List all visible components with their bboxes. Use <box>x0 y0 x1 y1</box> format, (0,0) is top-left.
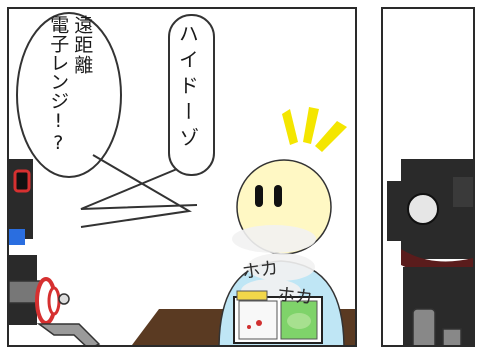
speech-text-left-line2: 電子レンジ!? <box>47 15 70 154</box>
speech-text-left-line1: 遠距離 <box>71 15 94 75</box>
speech-bubble-right <box>168 14 215 176</box>
boy-right-eye <box>274 185 282 207</box>
speech-bubble-right-tail <box>80 168 198 210</box>
panel-right-artwork <box>387 159 473 345</box>
panel-left-artwork <box>9 12 355 345</box>
sound-effect-hoka-1: ホカ <box>240 257 280 284</box>
robot-closeup <box>387 159 473 345</box>
comic-panel-left: 遠距離 電子レンジ!? ハイドーゾ ホカ ホカ <box>7 7 357 347</box>
speech-text-right: ハイドーゾ <box>175 23 200 153</box>
robot-blue-light <box>9 229 25 245</box>
shine-lines-icon <box>282 107 347 152</box>
robot-eye-icon <box>407 193 439 225</box>
bento-box <box>233 290 323 344</box>
robot-claw <box>36 323 101 345</box>
robot <box>9 159 101 345</box>
comic-panel-right <box>381 7 475 347</box>
sound-effect-hoka-2: ホカ <box>275 284 314 309</box>
speech-bubble-left-tail <box>80 154 192 228</box>
speech-bubble-left <box>16 12 122 178</box>
boy-left-eye <box>255 185 263 207</box>
